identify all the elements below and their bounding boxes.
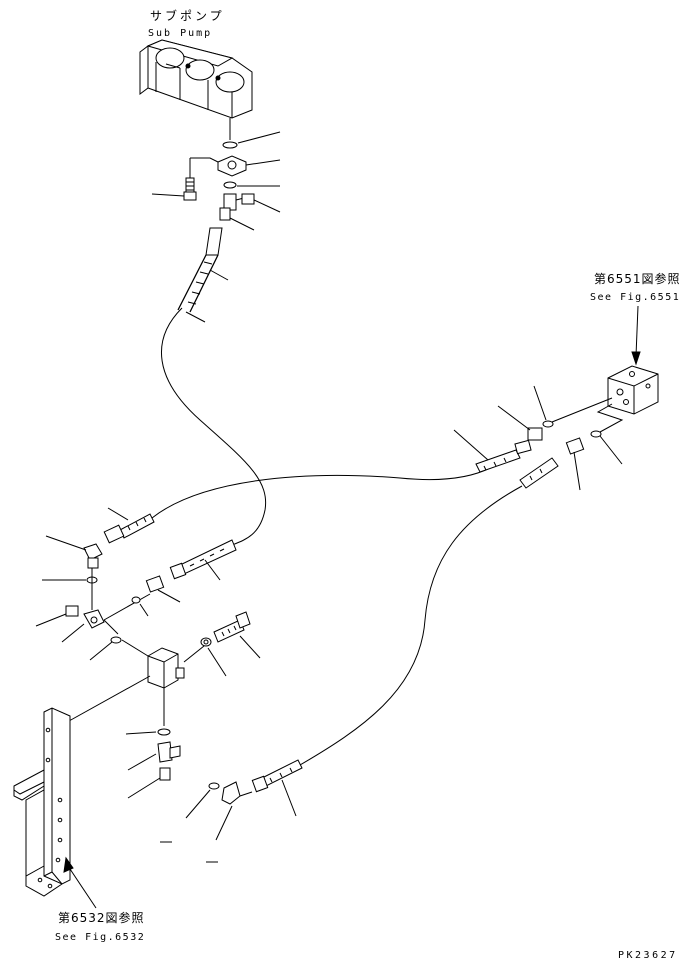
- o-ring: [223, 181, 237, 189]
- elbow-fitting: [219, 193, 281, 231]
- sub-pump: [139, 39, 253, 119]
- lower-block: [121, 611, 261, 863]
- split-flange: [217, 155, 281, 177]
- ref-6532-label-en: See Fig.6532: [55, 932, 145, 943]
- ref-6551-label-jp: 第6551図参照: [594, 271, 681, 286]
- hose-to-valve-upper: [103, 385, 554, 544]
- ref-6551-label-en: See Fig.6551: [590, 292, 680, 303]
- o-ring: [222, 141, 238, 149]
- drawing-code: PK23627: [618, 950, 678, 961]
- sub-pump-label-en: Sub Pump: [148, 28, 212, 39]
- flange-bolt: [151, 158, 197, 201]
- sub-pump-label-jp: サブポンプ: [150, 8, 225, 23]
- hose-from-sub-pump: [161, 227, 267, 581]
- left-fittings: [35, 535, 181, 661]
- ref-6532-label-jp: 第6532図参照: [58, 910, 145, 925]
- valve-block: [551, 365, 659, 433]
- hose-to-valve-lower: [215, 430, 623, 841]
- mounting-bracket: [13, 707, 97, 909]
